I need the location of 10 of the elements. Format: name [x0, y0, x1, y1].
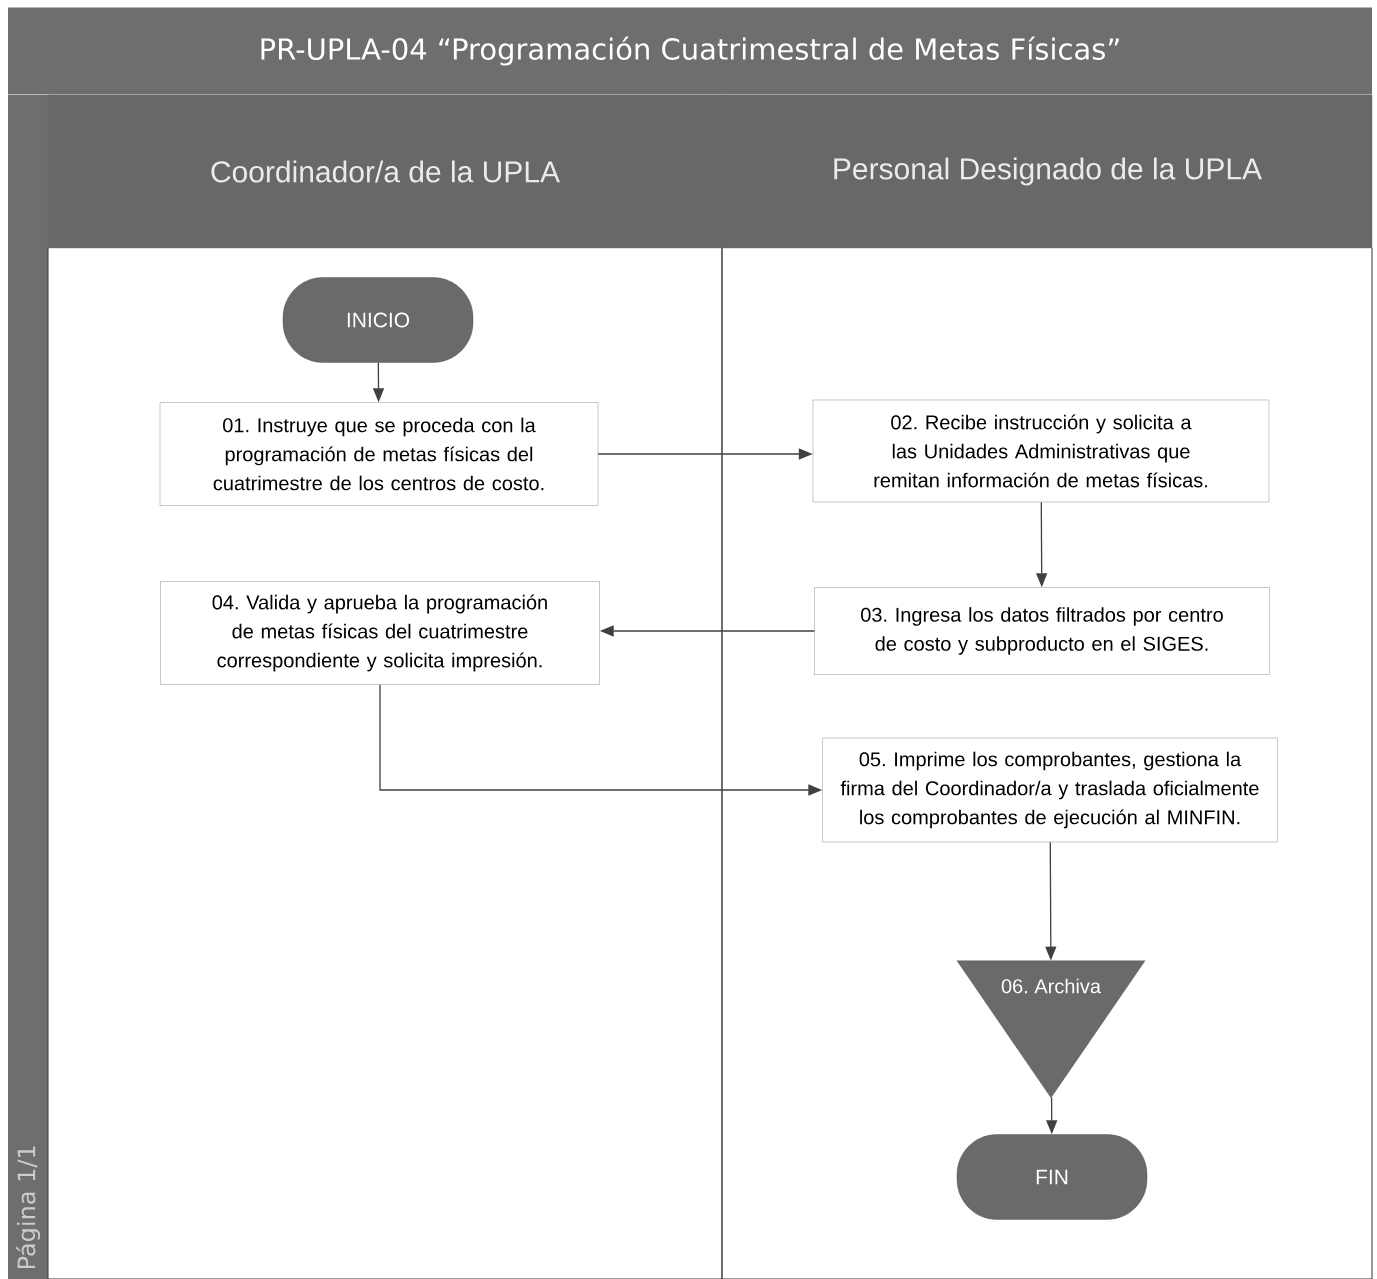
terminator: INICIO	[282, 277, 474, 363]
page-number: Página 1/1	[15, 1146, 41, 1269]
process-box: 04. Valida y aprueba la programación de metas físicas del cuatrimestre correspondiente y solicita impresión.	[160, 581, 600, 685]
process-box: 01. Instruye que se proceda con la programación de metas físicas del cuatrimestre de los centros de costo.	[159, 402, 599, 506]
terminator: FIN	[956, 1134, 1148, 1220]
process-box: 02. Recibe instrucción y solicita a las Unidades Administrativas que remitan información de metas físicas.	[812, 399, 1270, 503]
archive-triangle: 06. Archiva	[956, 960, 1146, 1098]
title-band: PR-UPLA-04 “Programación Cuatrimestral de Metas Físicas”	[8, 7, 1372, 95]
process-box: 05. Imprime los comprobantes, gestiona la firma del Coordinador/a y traslada oficialmente los comprobantes de ejecución al MINFIN.	[822, 737, 1278, 843]
process-box: 03. Ingresa los datos filtrados por centro de costo y subproducto en el SIGES.	[814, 587, 1270, 675]
